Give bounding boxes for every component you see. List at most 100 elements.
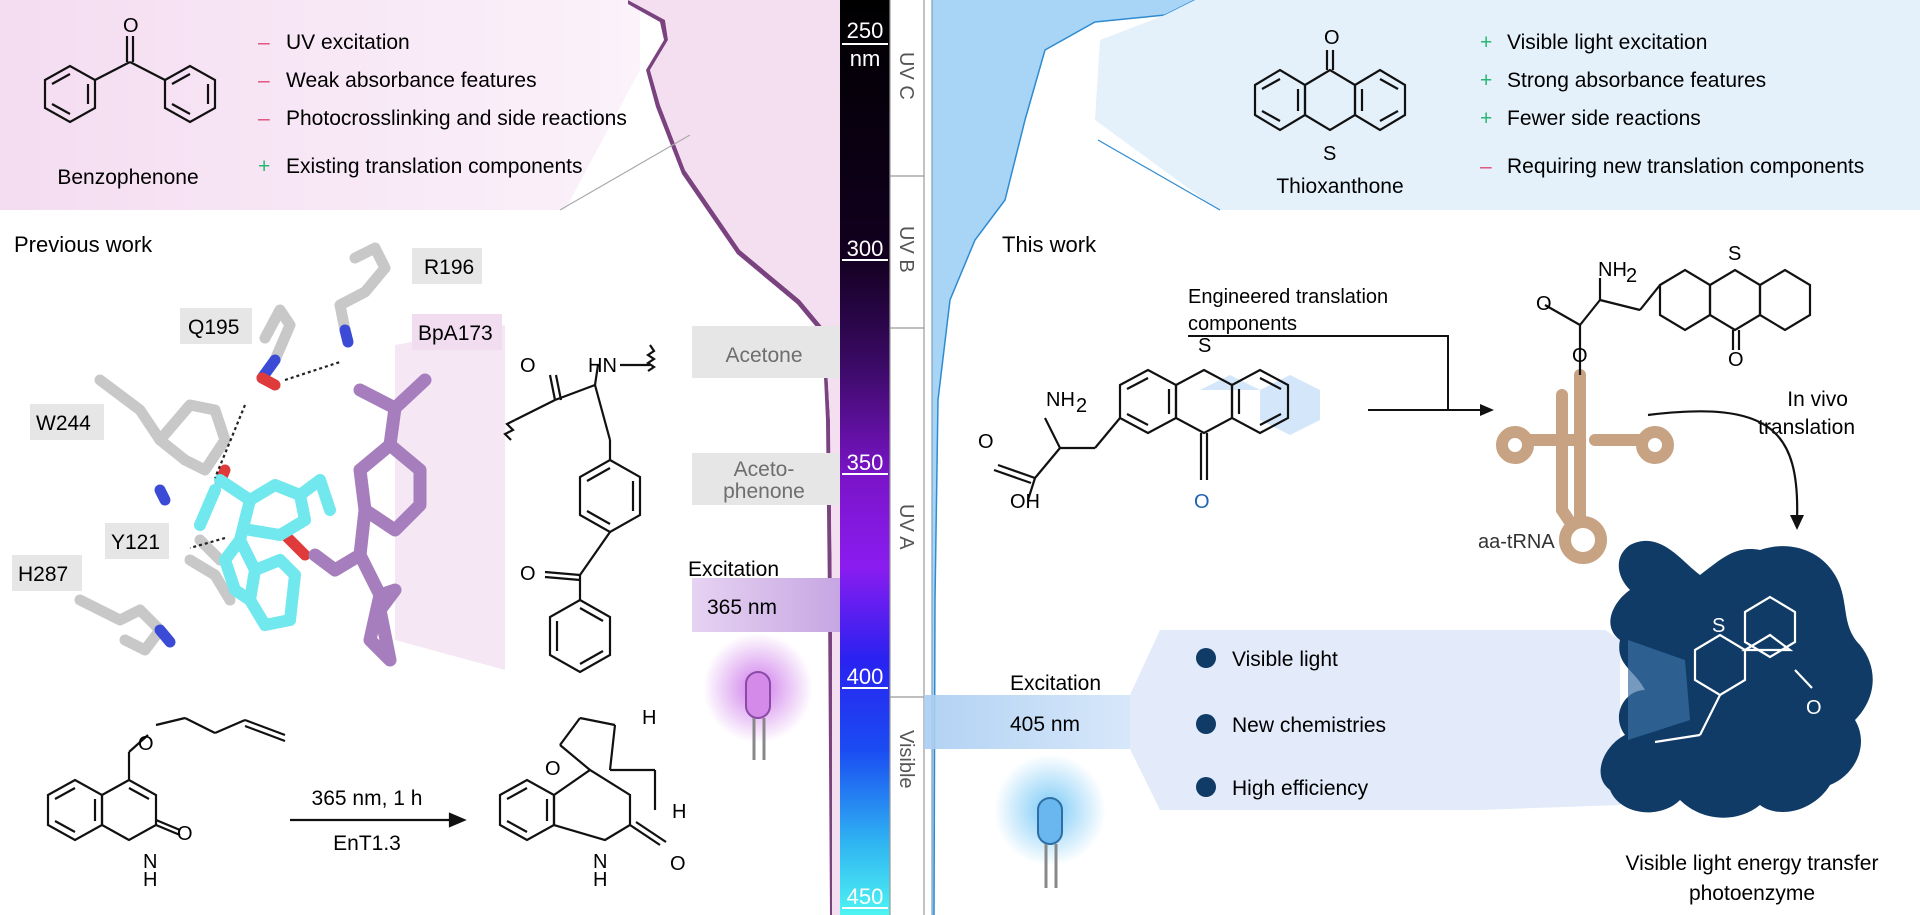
bpa-structure [503,344,656,674]
list-sign: – [1480,155,1492,178]
excitation-value-left: 365 nm [707,596,777,619]
spectrum-tick: 350 [847,450,884,475]
lactam-h-label: H [143,869,157,891]
feature-bullet [1196,648,1216,668]
photoenzyme-surface: S O [1600,540,1873,818]
thioxanthone-o-label: O [1324,27,1340,49]
acetone-label: Acetone [725,344,802,367]
list-item: Weak absorbance features [286,69,537,92]
spectrum-tick: 300 [847,236,884,261]
spectrum-bar: 250 nm 300 350 400 450 UV C UV B UV A Vi… [840,0,925,915]
list-item: Fewer side reactions [1507,107,1701,130]
thioxanthone-absorbance-curve [932,0,1195,915]
benzophenone-box: O Benzophenone – UV excitation – Weak ab… [0,0,640,210]
feature-item: New chemistries [1232,714,1386,737]
this-work-title: This work [1002,232,1097,257]
product-o-label: O [545,758,561,780]
list-sign: + [258,155,270,178]
list-sign: + [1480,31,1492,54]
enzyme-s-label: S [1712,615,1725,637]
trna-s-label: S [1728,243,1741,265]
lactam-n-label: N [143,851,157,873]
aa-nh-sub: 2 [1076,395,1087,417]
aa-oh-label: OH [1010,491,1040,513]
trna-structure: O O NH 2 S O aa-tRNA [1478,243,1812,564]
thioxanthone-s-label: S [1323,143,1336,165]
thioxanthone-box: O S Thioxanthone + Visible light excitat… [1095,0,1920,211]
band-visible: Visible [895,730,917,789]
acetophenone-label-2: phenone [723,480,805,503]
benzophenone-label: Benzophenone [57,166,198,189]
acetophenone-label-1: Aceto- [734,458,795,481]
trna-nh-label: NH [1598,259,1627,281]
spectrum-tick: 400 [847,664,884,689]
residue-label: H287 [18,563,68,586]
list-item: Visible light excitation [1507,31,1707,54]
product-n-label: N [593,851,607,873]
acetophenone-marker: Aceto- phenone [692,453,840,505]
photoenzyme-label-1: Visible light energy transfer [1626,852,1879,875]
list-sign: – [258,31,270,54]
residue-label: W244 [36,412,91,435]
list-sign: – [258,69,270,92]
feature-list: Visible light New chemistries High effic… [1196,648,1386,800]
residue-label: Y121 [111,531,160,554]
ether-o-label: O [138,733,154,755]
product-h2-label: H [672,801,686,823]
engineered-label-1: Engineered translation [1188,286,1388,308]
residue-labels: R196 Q195 BpA173 W244 Y121 H287 [12,248,502,591]
in-vivo-label-2: translation [1758,416,1855,439]
carbonyl-o-label: O [123,15,139,37]
thioxanthone-structure [1253,50,1407,132]
reaction-scheme [46,716,667,846]
thioxanthone-list: + Visible light excitation + Strong abso… [1480,31,1864,178]
feature-item: Visible light [1232,648,1338,671]
residue-label: R196 [424,256,474,279]
feature-item: High efficiency [1232,777,1369,800]
list-sign: + [1480,69,1492,92]
band-uvc: UV C [895,52,917,100]
bpa-o-label: O [520,355,536,377]
excitation-365: Excitation 365 nm [688,558,840,760]
excitation-value-right: 405 nm [1010,713,1080,736]
product-h-label: H [642,707,656,729]
residue-label: Q195 [188,316,239,339]
aa-nh-label: NH [1046,389,1075,411]
trna-ko-label: O [1728,349,1744,371]
product-nh-label: H [593,869,607,891]
trna-o-label: O [1536,293,1552,315]
previous-work-title: Previous work [14,232,153,257]
aa-o-carbonyl: O [978,431,994,453]
list-sign: + [1480,107,1492,130]
residue-label-bpa: BpA173 [418,322,493,345]
list-item: UV excitation [286,31,410,54]
list-item: Requiring new translation components [1507,155,1864,178]
spectrum-tick: 450 [847,884,884,909]
band-uvb: UV B [895,226,917,273]
thioxanthone-label: Thioxanthone [1276,175,1403,198]
band-uva: UV A [895,504,917,550]
list-item: Photocrosslinking and side reactions [286,107,627,130]
trna-o2-label: O [1572,345,1588,367]
bpa-nh-label: HN [588,355,617,377]
lactam-o-label: O [177,823,193,845]
spectrum-unit: nm [850,46,881,71]
benzophenone-list: – UV excitation – Weak absorbance featur… [258,31,627,178]
hbond-lines [189,360,341,550]
in-vivo-label-1: In vivo [1787,388,1848,411]
product-o2-label: O [670,853,686,875]
acetone-marker: Acetone [692,326,840,378]
list-item: Strong absorbance features [1507,69,1766,92]
bpa-ketone-o-label: O [520,563,536,585]
benzophenone-structure [43,36,217,124]
reaction-condition-2: EnT1.3 [333,832,401,855]
trna-nh-sub: 2 [1626,265,1637,287]
photoenzyme-label-2: photoenzyme [1689,882,1815,905]
excitation-label-left: Excitation [688,558,779,581]
feature-bullet [1196,714,1216,734]
aa-s-label: S [1198,335,1211,357]
excitation-label-right: Excitation [1010,672,1101,695]
feature-bullet [1196,777,1216,797]
reaction-condition-1: 365 nm, 1 h [312,787,423,810]
engineered-label-2: components [1188,313,1297,335]
